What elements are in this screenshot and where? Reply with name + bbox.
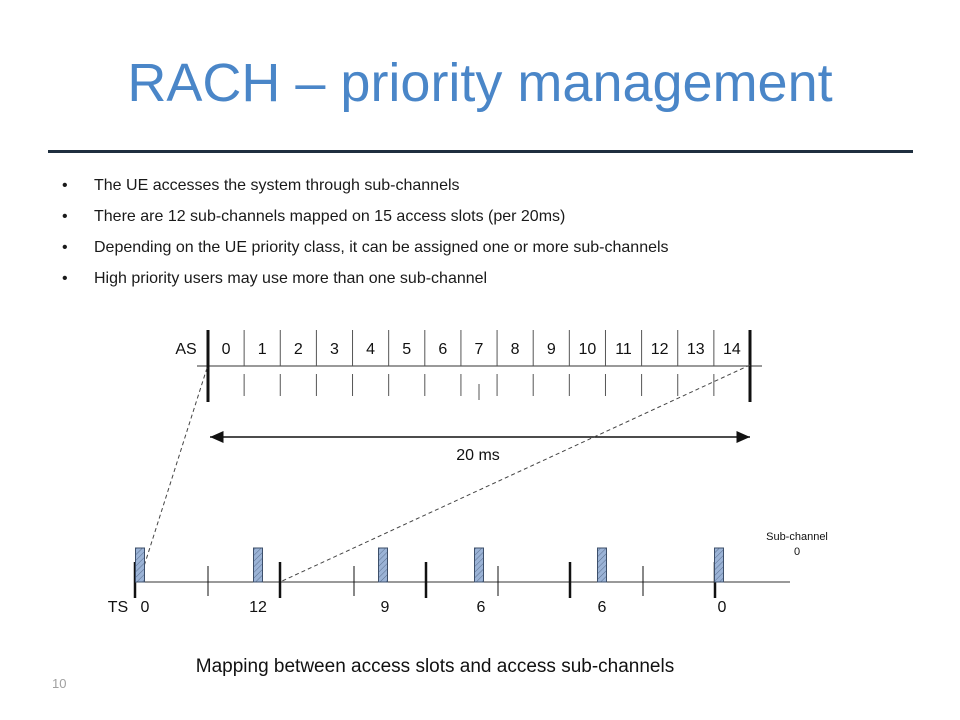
bullet-dot: •: [62, 270, 68, 287]
mapping-dashed-line-right: [279, 364, 751, 583]
ts-ticks: [133, 562, 717, 598]
ts-value: 6: [477, 599, 486, 616]
as-slot-number: 1: [258, 341, 267, 358]
ts-numbers: 0 12 9 6 6 0: [141, 599, 727, 616]
as-slot-number: 10: [579, 341, 597, 358]
as-slot-number: 7: [475, 341, 484, 358]
bullet-dot: •: [62, 208, 68, 225]
as-slot-number: 11: [615, 341, 632, 358]
bullet-text: The UE accesses the system through sub-c…: [94, 177, 460, 194]
bullet-item: • The UE accesses the system through sub-…: [62, 176, 669, 207]
duration-label: 20 ms: [456, 447, 500, 464]
as-slot-number: 0: [222, 341, 231, 358]
bullet-item: • Depending on the UE priority class, it …: [62, 238, 669, 269]
as-slot-number: 8: [511, 341, 520, 358]
as-slot-number: 14: [723, 341, 741, 358]
diagram-caption: Mapping between access slots and access …: [195, 656, 675, 677]
as-slot-number: 12: [651, 341, 669, 358]
as-slot-number: 13: [687, 341, 705, 358]
subchannel-slot-mark: [378, 547, 388, 583]
subchannel-number: 0: [794, 546, 800, 558]
bullet-dot: •: [62, 177, 68, 194]
subchannel-slot-mark: [474, 547, 484, 583]
as-slot-number: 4: [366, 341, 375, 358]
ts-slot-marks: [135, 547, 724, 583]
bullet-text: There are 12 sub-channels mapped on 15 a…: [94, 208, 566, 225]
subchannel-slot-mark: [135, 547, 145, 583]
subchannel-slot-mark: [597, 547, 607, 583]
as-slot-number: 5: [402, 341, 411, 358]
subchannel-slot-mark: [253, 547, 263, 583]
bullet-text: Depending on the UE priority class, it c…: [94, 239, 669, 256]
bullet-text: High priority users may use more than on…: [94, 270, 488, 287]
as-slot-cells: [206, 330, 752, 402]
caption-container: Mapping between access slots and access …: [0, 656, 870, 678]
bullet-list: • The UE accesses the system through sub-…: [62, 176, 669, 300]
title-divider: [48, 150, 913, 153]
page-number: 10: [52, 676, 67, 691]
ts-value: 12: [249, 599, 267, 616]
ts-value: 0: [718, 599, 727, 616]
as-slot-number: 3: [330, 341, 339, 358]
ts-value: 9: [381, 599, 390, 616]
as-slot-number: 9: [547, 341, 556, 358]
as-slot-number: 6: [438, 341, 447, 358]
bullet-item: • High priority users may use more than o…: [62, 269, 669, 300]
as-label: AS: [175, 341, 196, 358]
ts-value: 6: [598, 599, 607, 616]
subchannel-slot-mark: [714, 547, 724, 583]
ts-value: 0: [141, 599, 150, 616]
mapping-dashed-line-left: [138, 367, 208, 583]
subchannel-label: Sub-channel: [766, 531, 828, 543]
slide-title: RACH – priority management: [127, 53, 833, 113]
as-slot-number: 2: [294, 341, 303, 358]
bullet-dot: •: [62, 239, 68, 256]
bullet-item: • There are 12 sub-channels mapped on 15 …: [62, 207, 669, 238]
ts-label: TS: [108, 599, 128, 616]
